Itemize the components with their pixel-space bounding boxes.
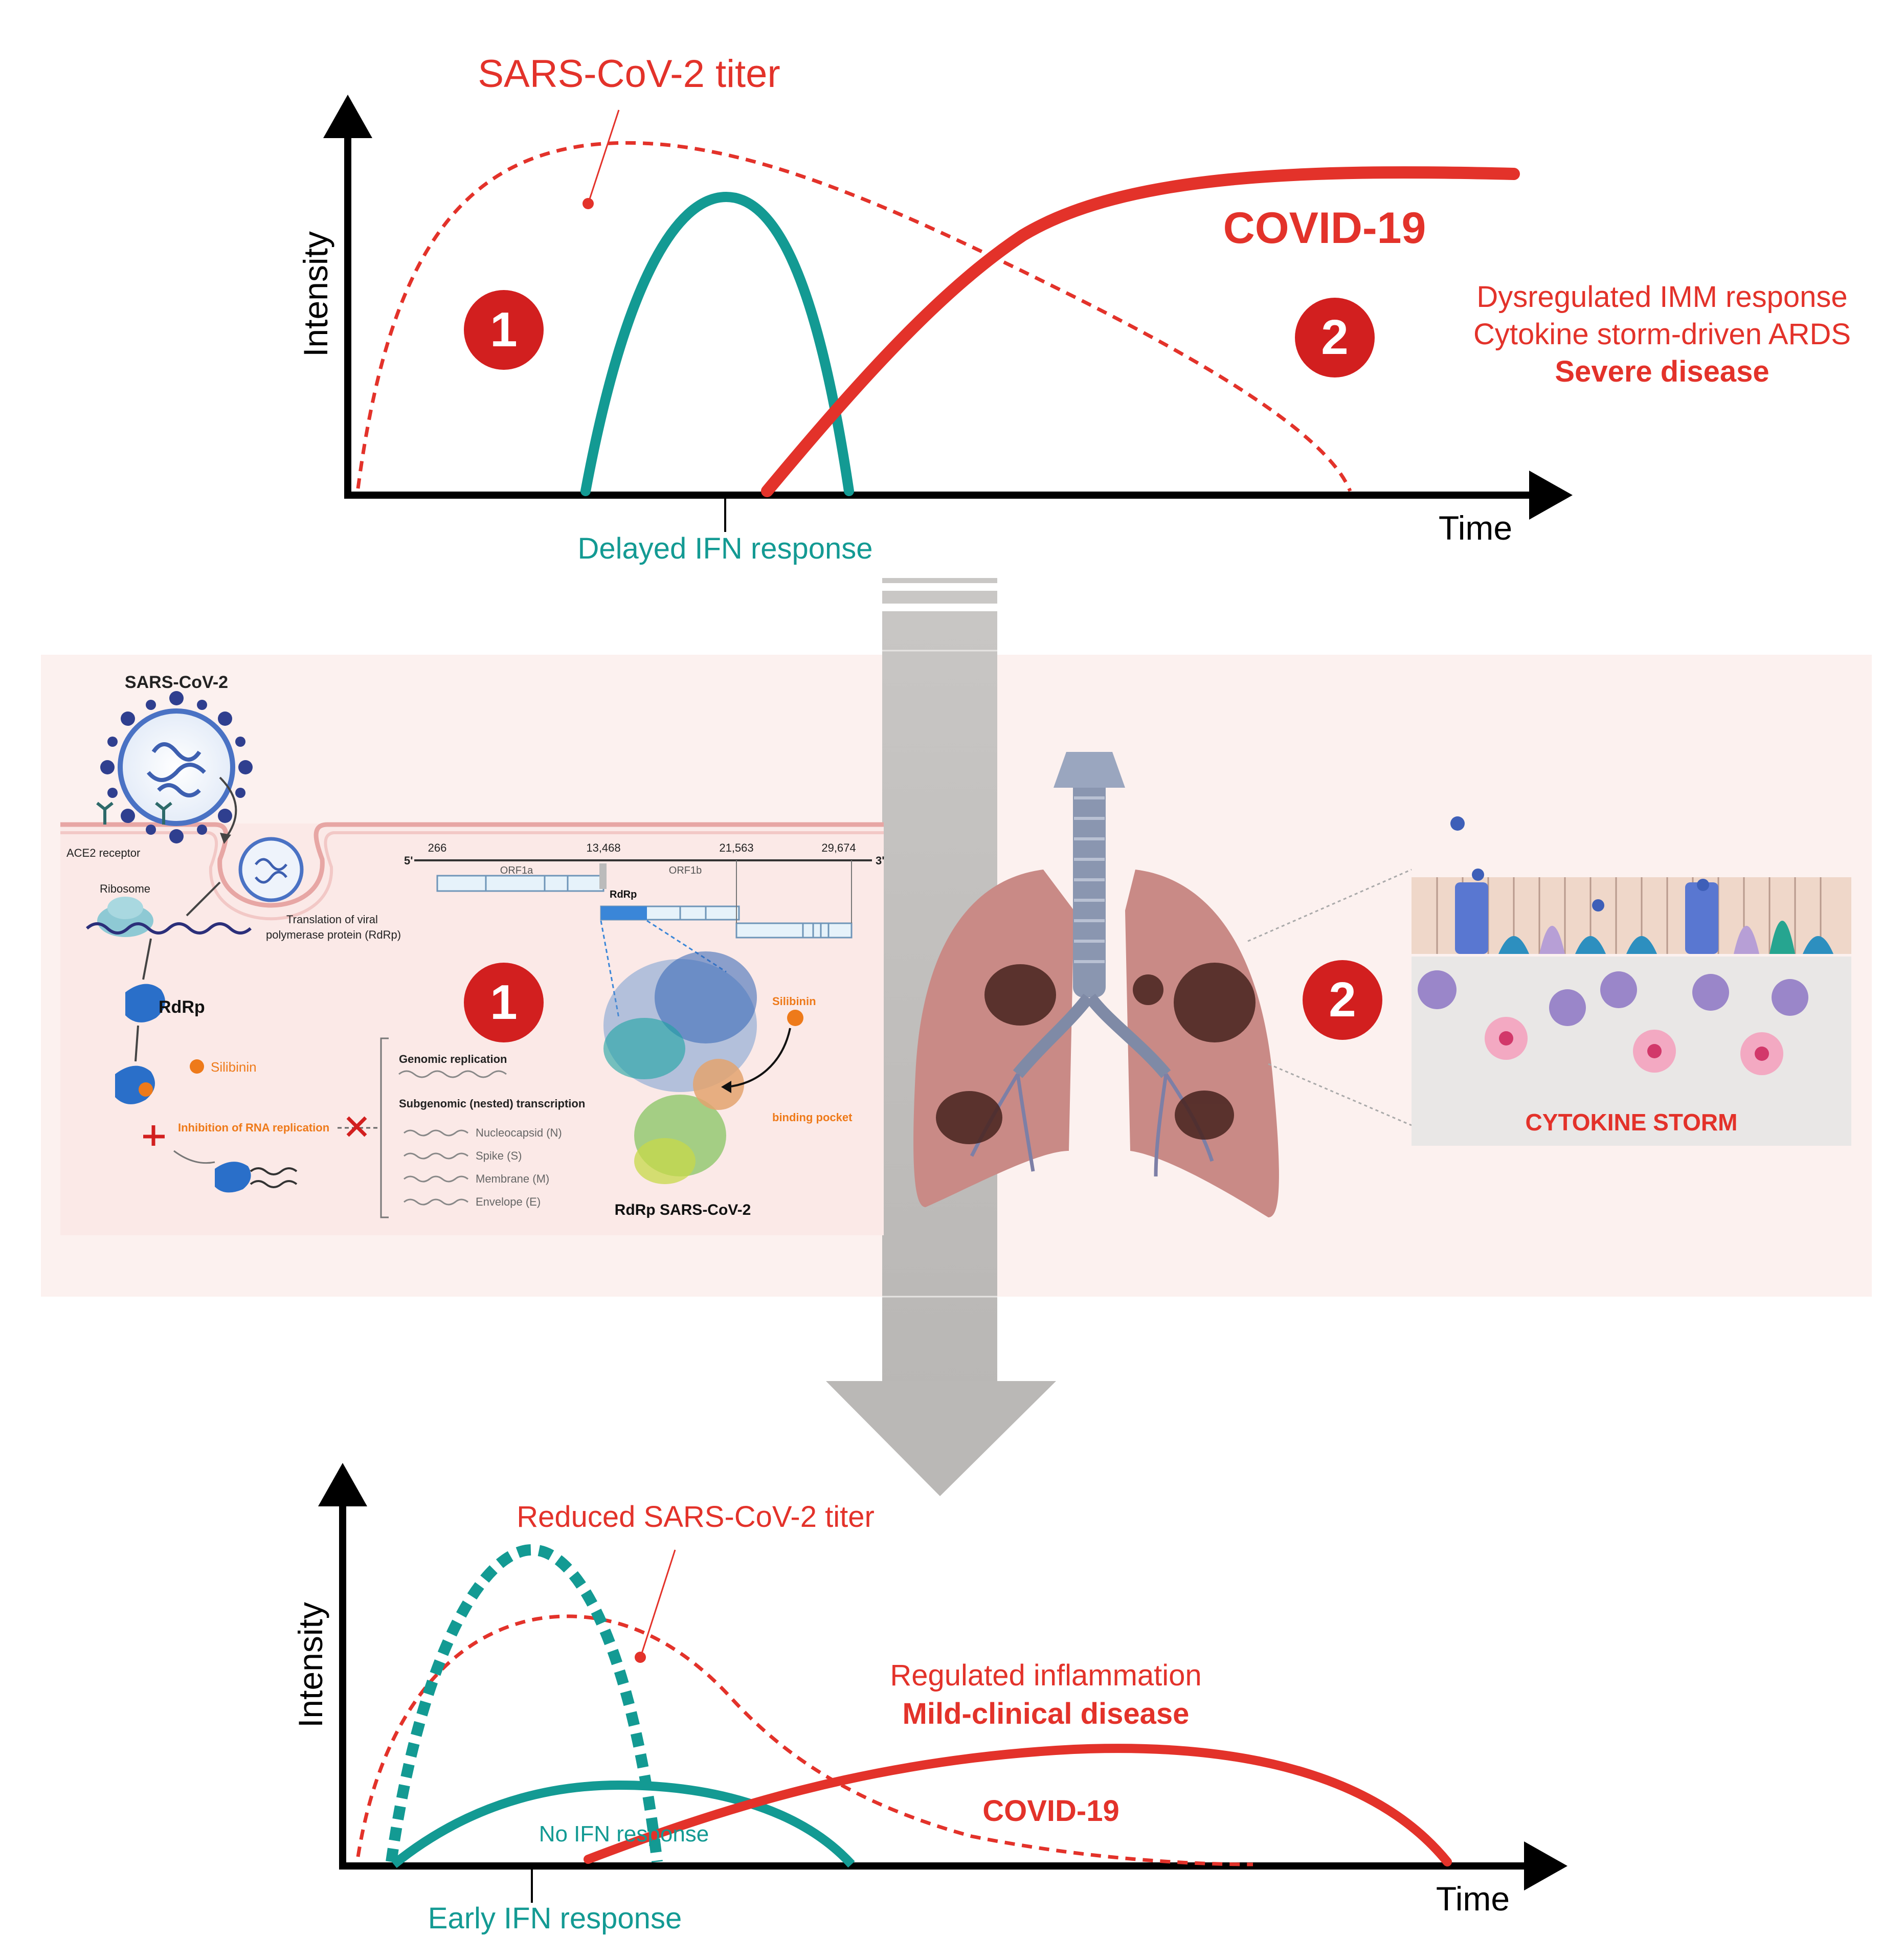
lungs-icon bbox=[913, 752, 1279, 1217]
top-outcome-line-2: Cytokine storm-driven ARDS bbox=[1473, 318, 1851, 351]
top-x-label: Time bbox=[1439, 509, 1512, 547]
cytokine-storm-label: CYTOKINE STORM bbox=[1526, 1109, 1738, 1136]
top-x-arrowhead bbox=[1529, 471, 1573, 520]
top-covid-curve bbox=[761, 166, 1520, 497]
inhibition-x-icon bbox=[346, 1116, 367, 1137]
middle-marker-1: 1 bbox=[464, 963, 544, 1042]
transcription-title: Subgenomic (nested) transcription bbox=[399, 1097, 585, 1110]
top-marker-2: 2 bbox=[1295, 298, 1375, 377]
top-marker-1: 1 bbox=[464, 290, 544, 370]
top-outcome-line-1: Dysregulated IMM response bbox=[1476, 280, 1847, 314]
cytokine-storm-tissue-icon bbox=[1412, 816, 1851, 1146]
bottom-virus-titer-curve bbox=[356, 1614, 1253, 1866]
svg-text:2: 2 bbox=[1321, 310, 1348, 365]
bottom-outcome-line-1: Regulated inflammation bbox=[890, 1659, 1201, 1692]
transcript-membrane: Membrane (M) bbox=[476, 1172, 549, 1185]
top-virus-titer-curve bbox=[356, 141, 1352, 492]
middle-panel: SARS-CoV-2 ACE2 receptor Ribosome Transl… bbox=[41, 578, 1872, 1496]
silibinin-label: Silibinin bbox=[211, 1059, 257, 1075]
bottom-no-ifn-label: No IFN response bbox=[539, 1821, 709, 1847]
top-disease-label: COVID-19 bbox=[1223, 204, 1426, 253]
virus-title: SARS-CoV-2 bbox=[125, 673, 228, 692]
bottom-x-arrowhead bbox=[1524, 1841, 1567, 1891]
bottom-regulated-ifn-curve bbox=[391, 1780, 855, 1869]
bottom-disease-label: COVID-19 bbox=[982, 1794, 1119, 1828]
mechanism-box bbox=[60, 824, 884, 1235]
orf1a-label: ORF1a bbox=[500, 865, 533, 876]
bottom-outcome-line-2: Mild-clinical disease bbox=[903, 1697, 1190, 1730]
rdrp-silibinin-complex-icon bbox=[115, 1065, 155, 1104]
bottom-x-label: Time bbox=[1436, 1880, 1510, 1918]
svg-text:2: 2 bbox=[1329, 972, 1356, 1027]
top-y-arrowhead bbox=[323, 95, 372, 138]
endocytosed-virus-icon bbox=[238, 837, 304, 902]
bottom-early-ifn-label: Early IFN response bbox=[428, 1902, 682, 1935]
transcript-list: Nucleocapsid (N) Spike (S) Membrane (M) … bbox=[404, 1126, 562, 1208]
bottom-covid-curve bbox=[584, 1744, 1452, 1866]
genome-map: 5' 3' 266 13,468 21,563 29,674 ORF1a ORF… bbox=[404, 841, 884, 1018]
top-ifn-curve bbox=[580, 191, 854, 496]
genome-position-13468: 13,468 bbox=[586, 841, 620, 854]
sars-cov-2-virus-icon bbox=[100, 691, 253, 844]
replication-title: Genomic replication bbox=[399, 1053, 507, 1065]
structure-silibinin-label: Silibinin bbox=[772, 995, 816, 1008]
top-virus-label-pointer bbox=[588, 109, 620, 201]
genome-rdrp-label: RdRp bbox=[610, 889, 637, 900]
bottom-virus-label: Reduced SARS-CoV-2 titer bbox=[517, 1500, 875, 1533]
rdrp-label: RdRp bbox=[159, 997, 205, 1017]
transcript-envelope: Envelope (E) bbox=[476, 1195, 541, 1208]
top-y-label: Intensity bbox=[297, 231, 334, 357]
svg-text:1: 1 bbox=[490, 975, 517, 1030]
bottom-y-label: Intensity bbox=[292, 1602, 329, 1728]
bottom-virus-label-dot bbox=[635, 1652, 646, 1663]
ace2-label: ACE2 receptor bbox=[66, 847, 140, 859]
ribosome-label: Ribosome bbox=[100, 882, 150, 895]
genome-position-29674: 29,674 bbox=[821, 841, 856, 854]
rdrp-protein-icon bbox=[125, 984, 165, 1022]
translation-label-line-1: Translation of viral bbox=[286, 913, 378, 926]
bottom-chart: Reduced SARS-CoV-2 titer Intensity Time … bbox=[292, 1463, 1567, 1935]
top-outcome-line-3: Severe disease bbox=[1555, 355, 1769, 388]
genome-5-prime: 5' bbox=[404, 854, 413, 867]
binding-pocket-label: binding pocket bbox=[772, 1111, 853, 1124]
genome-position-266: 266 bbox=[428, 841, 447, 854]
orf1b-label: ORF1b bbox=[669, 865, 702, 876]
top-ifn-label: Delayed IFN response bbox=[577, 532, 872, 565]
bottom-early-ifn-curve bbox=[386, 1544, 663, 1863]
structure-title: RdRp SARS-CoV-2 bbox=[615, 1202, 751, 1218]
top-chart: 1 2 SARS-CoV-2 titer Intensity Time COVI… bbox=[297, 52, 1851, 565]
inhibition-cross-icon bbox=[143, 1125, 165, 1146]
transcript-spike: Spike (S) bbox=[476, 1149, 522, 1162]
silibinin-molecule-icon bbox=[190, 1059, 204, 1074]
replicated-rna-icon bbox=[215, 1162, 298, 1193]
svg-text:1: 1 bbox=[490, 302, 517, 357]
viral-rna-strand bbox=[85, 922, 252, 935]
inhibition-label: Inhibition of RNA replication bbox=[178, 1121, 329, 1134]
ace2-receptor-icon bbox=[96, 802, 172, 825]
ribosome-icon bbox=[97, 897, 153, 937]
genome-3-prime: 3' bbox=[876, 854, 884, 867]
top-virus-label: SARS-CoV-2 titer bbox=[478, 52, 780, 96]
top-virus-label-dot bbox=[583, 198, 594, 209]
genome-position-21563: 21,563 bbox=[719, 841, 753, 854]
middle-marker-2: 2 bbox=[1303, 960, 1382, 1040]
bottom-virus-label-pointer bbox=[641, 1549, 676, 1654]
bottom-y-arrowhead bbox=[318, 1463, 367, 1506]
rdrp-structure-icon bbox=[603, 951, 803, 1184]
translation-label-line-2: polymerase protein (RdRp) bbox=[266, 928, 401, 941]
transcript-nucleocapsid: Nucleocapsid (N) bbox=[476, 1126, 562, 1139]
